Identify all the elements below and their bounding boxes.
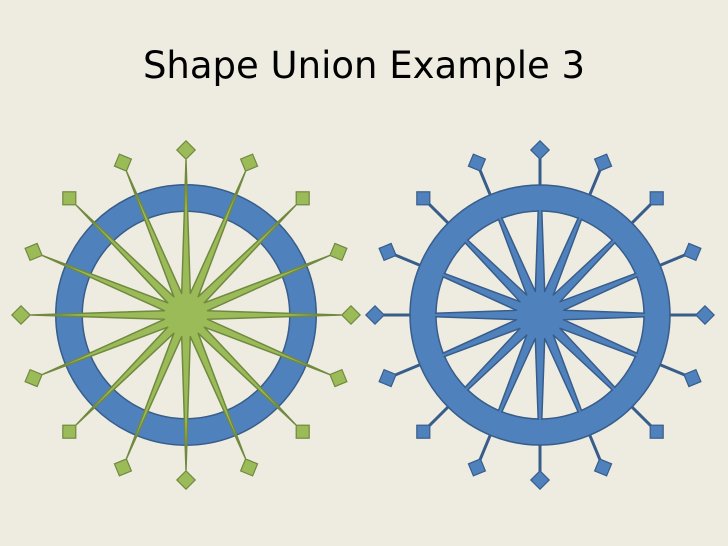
spike-end-diamond xyxy=(24,368,43,388)
spike-end-diamond xyxy=(62,191,77,206)
slide-title: Shape Union Example 3 xyxy=(142,44,586,87)
spike-end-diamond xyxy=(24,242,43,262)
spike-end-diamond xyxy=(113,153,133,172)
spike-end-diamond xyxy=(593,153,613,172)
spike-end-diamond xyxy=(529,469,551,490)
ring-cover xyxy=(411,186,669,444)
spike-end-diamond xyxy=(329,368,348,388)
spike-end-diamond xyxy=(329,242,348,262)
spike-end-diamond xyxy=(683,242,702,262)
spike-end-diamond xyxy=(593,458,613,477)
spike-end-diamond xyxy=(62,424,77,439)
spike-end-diamond xyxy=(467,153,487,172)
spike-end-diamond xyxy=(175,469,197,490)
spike-end-diamond xyxy=(295,424,310,439)
separate-shapes-figure xyxy=(11,140,361,490)
green-star xyxy=(30,159,342,471)
spike-end-diamond xyxy=(649,191,664,206)
spike-end-diamond xyxy=(683,368,702,388)
spike-end-diamond xyxy=(467,458,487,477)
spike-end-diamond xyxy=(295,191,310,206)
spike-end-diamond xyxy=(175,140,197,161)
spike-end-diamond xyxy=(340,304,361,326)
union-shape-figure xyxy=(365,140,715,490)
spike-end-diamond xyxy=(529,140,551,161)
union-shape-drawing xyxy=(365,140,715,490)
spike-end-diamond xyxy=(239,458,259,477)
spike-end-diamond xyxy=(378,242,397,262)
spike-end-diamond xyxy=(378,368,397,388)
spike-end-diamond xyxy=(416,191,431,206)
spike-end-diamond xyxy=(649,424,664,439)
spike-end-diamond xyxy=(113,458,133,477)
spike-end-diamond xyxy=(11,304,32,326)
separate-shapes-drawing xyxy=(11,140,361,490)
spike-end-diamond xyxy=(239,153,259,172)
spike-end-diamond xyxy=(365,304,386,326)
spike-end-diamond xyxy=(416,424,431,439)
spike-end-diamond xyxy=(694,304,715,326)
